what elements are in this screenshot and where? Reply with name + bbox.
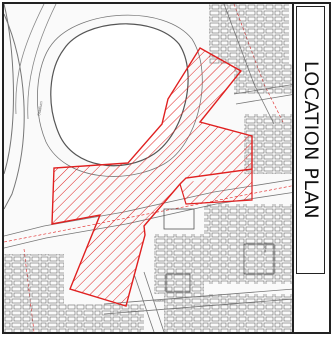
map-title: LOCATION PLAN <box>299 60 322 220</box>
river-banks <box>4 4 57 210</box>
svg-text:Stadium: Stadium <box>36 100 44 116</box>
site-boundary <box>51 47 253 307</box>
map-frame: Stadium <box>2 2 331 334</box>
location-map: Stadium <box>4 4 296 332</box>
svg-text:Street: Street <box>154 298 166 303</box>
title-panel: LOCATION PLAN <box>292 4 329 332</box>
svg-text:Street: Street <box>263 242 268 254</box>
building-blocks: Street Street <box>4 4 294 332</box>
title-box: LOCATION PLAN <box>296 6 325 274</box>
